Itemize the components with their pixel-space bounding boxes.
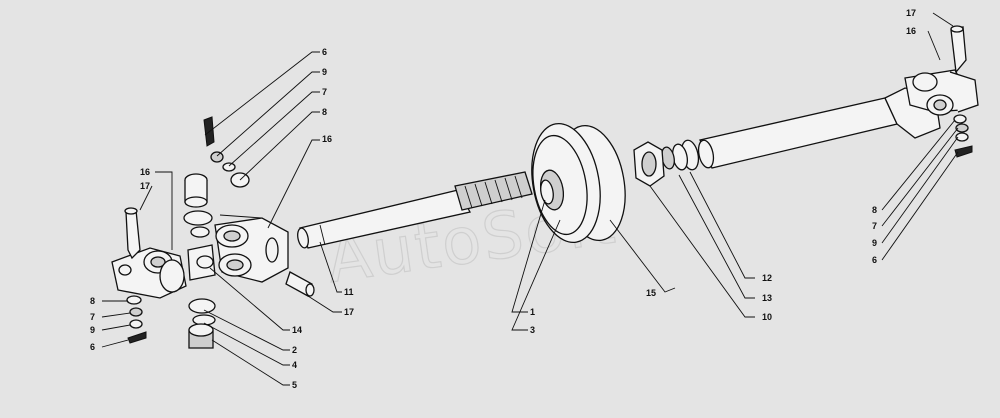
callout-6-right: 6 [872, 255, 877, 265]
callout-15: 15 [646, 288, 656, 298]
bearing-cups [183, 173, 216, 349]
left-fasteners [126, 295, 147, 344]
callout-17-left: 17 [140, 181, 150, 191]
callout-17-mid: 17 [344, 307, 354, 317]
callout-16-right: 16 [906, 26, 916, 36]
callout-8-left: 8 [90, 296, 95, 306]
right-fasteners [953, 114, 973, 158]
top-fasteners [203, 116, 250, 188]
splined-shaft [297, 171, 533, 249]
callout-13: 13 [762, 293, 772, 303]
callout-9-right: 9 [872, 238, 877, 248]
tube-shaft [697, 97, 898, 169]
callout-7-left: 7 [90, 312, 95, 322]
cross [187, 244, 216, 281]
callout-7-right: 7 [872, 221, 877, 231]
right-bolt [950, 25, 967, 74]
callout-16-left: 16 [140, 167, 150, 177]
callout-7-top: 7 [322, 87, 327, 97]
callout-6-left: 6 [90, 342, 95, 352]
callout-11: 11 [344, 287, 354, 297]
callout-3: 3 [530, 325, 535, 335]
callout-9-left: 9 [90, 325, 95, 335]
callout-4: 4 [292, 360, 297, 370]
callout-9-top: 9 [322, 67, 327, 77]
callout-16-mid: 16 [322, 134, 332, 144]
callout-17-right: 17 [906, 8, 916, 18]
nut [633, 141, 665, 187]
callout-6-top: 6 [322, 47, 327, 57]
callout-5: 5 [292, 380, 297, 390]
leader-lines [101, 12, 959, 386]
callout-1: 1 [530, 307, 535, 317]
callout-labels: 6 9 7 8 16 16 17 8 7 9 6 14 2 4 5 11 17 … [90, 8, 916, 390]
callout-8-right: 8 [872, 205, 877, 215]
right-yoke [884, 69, 979, 139]
left-bolt [124, 207, 141, 260]
callout-2: 2 [292, 345, 297, 355]
seal-rings [661, 139, 700, 171]
callout-14: 14 [292, 325, 302, 335]
left-yoke [111, 247, 187, 299]
grease-fitting [285, 271, 315, 297]
support-bearing [531, 122, 626, 244]
callout-8-top: 8 [322, 107, 327, 117]
callout-10: 10 [762, 312, 772, 322]
middle-yoke [214, 214, 289, 283]
callout-12: 12 [762, 273, 772, 283]
